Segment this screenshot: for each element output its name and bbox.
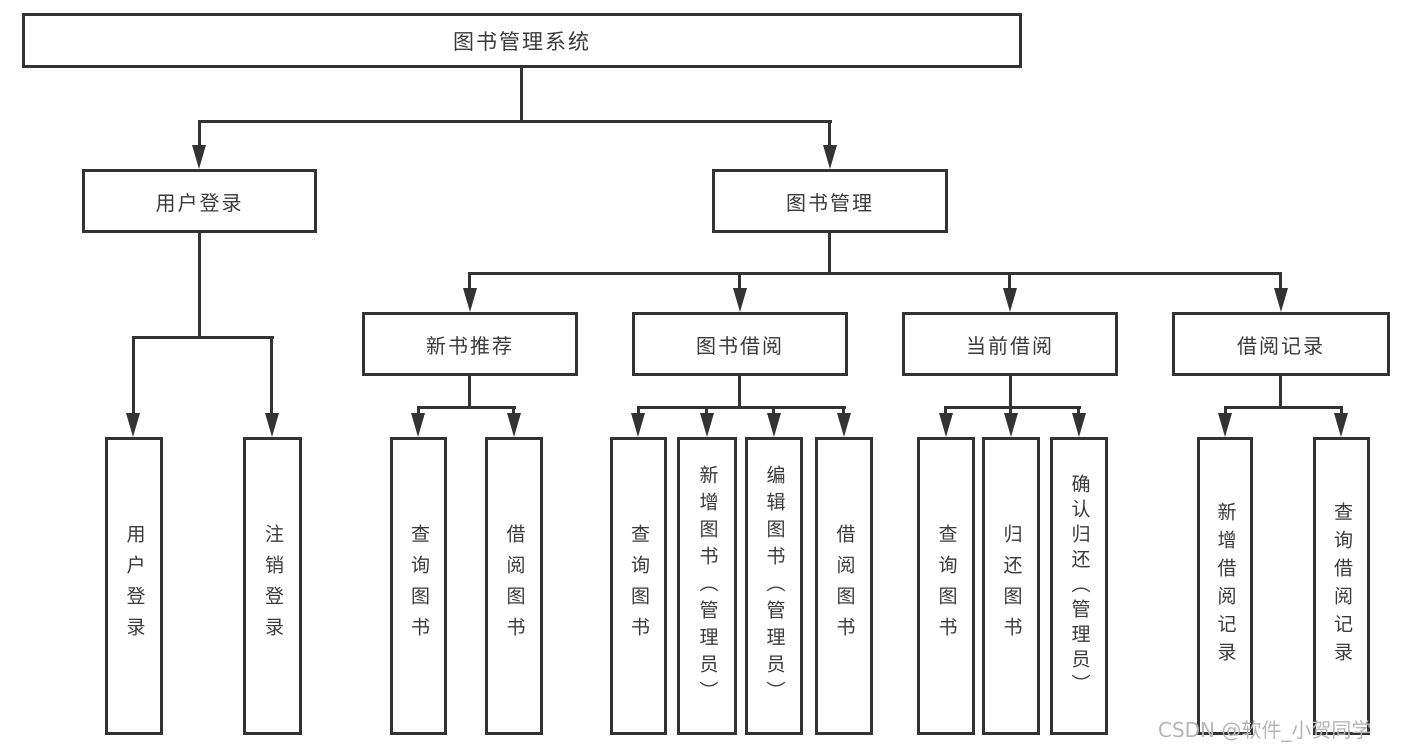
leaf-return-book-label: 归还图书 <box>1000 524 1023 648</box>
leaf-current-query-book: 查询图书 <box>917 437 975 735</box>
connector-root-stem <box>520 68 523 123</box>
connector-newbook-drop-1 <box>417 406 420 416</box>
leaf-borrow-query-book-label: 查询图书 <box>628 524 650 648</box>
arrow-bookborrow-leaf-3 <box>767 413 781 437</box>
connector-borrowrecord-bar <box>1224 406 1343 409</box>
connector-userlogin-drop-2 <box>270 336 273 416</box>
leaf-newbook-query-book-label: 查询图书 <box>408 524 430 648</box>
leaf-current-query-book-label: 查询图书 <box>935 524 958 648</box>
connector-currentborrow-drop-2 <box>1009 406 1012 416</box>
arrow-to-user-login <box>192 145 206 169</box>
connector-borrowrecord-drop-2 <box>1340 406 1343 416</box>
connector-bookmgmt-drop-3 <box>1008 272 1011 292</box>
node-book-borrow: 图书借阅 <box>632 312 848 376</box>
leaf-newbook-borrow-book-label: 借阅图书 <box>503 524 526 648</box>
node-borrow-record-label: 借阅记录 <box>1237 333 1325 358</box>
arrow-to-new-book-recommend <box>463 288 477 312</box>
connector-userlogin-drop-1 <box>132 336 135 416</box>
leaf-query-borrow-record: 查询借阅记录 <box>1313 437 1370 735</box>
leaf-user-login: 用户登录 <box>105 437 163 735</box>
connector-root-bar <box>198 120 832 123</box>
node-root-label: 图书管理系统 <box>453 29 591 54</box>
connector-bookmgmt-stem <box>828 233 831 275</box>
node-user-login-label: 用户登录 <box>155 190 244 215</box>
connector-newbook-stem <box>468 376 471 409</box>
connector-borrowrecord-drop-1 <box>1224 406 1227 416</box>
leaf-add-book-admin: 新增图书（管理员） <box>677 437 737 735</box>
leaf-confirm-return-admin: 确认归还（管理员） <box>1050 437 1108 735</box>
connector-borrowrecord-stem <box>1279 376 1282 409</box>
arrow-to-current-borrow <box>1003 288 1017 312</box>
node-book-management-label: 图书管理 <box>786 190 874 215</box>
connector-newbook-drop-2 <box>512 406 515 416</box>
arrow-currentborrow-leaf-1 <box>939 413 953 437</box>
leaf-add-borrow-record-label: 新增借阅记录 <box>1214 502 1237 670</box>
arrow-newbook-leaf-2 <box>507 413 521 437</box>
leaf-return-book: 归还图书 <box>982 437 1040 735</box>
connector-currentborrow-drop-3 <box>1077 406 1080 416</box>
arrow-to-book-borrow <box>733 288 747 312</box>
node-user-login: 用户登录 <box>82 169 317 233</box>
connector-newbook-bar <box>417 406 516 409</box>
leaf-borrow-query-book: 查询图书 <box>610 437 667 735</box>
node-root: 图书管理系统 <box>22 13 1022 68</box>
leaf-borrow-borrow-book: 借阅图书 <box>815 437 873 735</box>
connector-currentborrow-drop-1 <box>944 406 947 416</box>
arrow-bookborrow-leaf-2 <box>700 413 714 437</box>
connector-bookborrow-drop-1 <box>637 406 640 416</box>
leaf-query-borrow-record-label: 查询借阅记录 <box>1331 502 1353 670</box>
arrow-to-book-management <box>823 145 837 169</box>
leaf-add-borrow-record: 新增借阅记录 <box>1197 437 1253 735</box>
leaf-edit-book-admin: 编辑图书（管理员） <box>745 437 803 735</box>
leaf-newbook-borrow-book: 借阅图书 <box>485 437 543 735</box>
connector-bookborrow-drop-3 <box>772 406 775 416</box>
node-current-borrow-label: 当前借阅 <box>966 333 1054 358</box>
node-book-borrow-label: 图书借阅 <box>696 333 784 358</box>
node-borrow-record: 借阅记录 <box>1172 312 1390 376</box>
connector-userlogin-bar <box>132 336 274 339</box>
connector-currentborrow-bar <box>944 406 1081 409</box>
leaf-borrow-borrow-book-label: 借阅图书 <box>833 524 856 648</box>
connector-bookmgmt-drop-2 <box>738 272 741 292</box>
connector-root-left-drop <box>198 120 201 148</box>
node-new-book-recommend-label: 新书推荐 <box>426 333 514 358</box>
node-current-borrow: 当前借阅 <box>902 312 1118 376</box>
arrow-bookborrow-leaf-4 <box>837 413 851 437</box>
leaf-user-login-label: 用户登录 <box>123 524 146 648</box>
connector-bookborrow-stem <box>738 376 741 409</box>
arrow-to-borrow-record <box>1274 288 1288 312</box>
leaf-logout-login-label: 注销登录 <box>262 524 284 648</box>
arrow-borrowrecord-leaf-2 <box>1334 413 1348 437</box>
connector-root-right-drop <box>828 120 831 148</box>
leaf-logout-login: 注销登录 <box>243 437 302 735</box>
arrow-bookborrow-leaf-1 <box>631 413 645 437</box>
connector-bookborrow-drop-4 <box>842 406 845 416</box>
arrow-newbook-leaf-1 <box>411 413 425 437</box>
node-book-management: 图书管理 <box>712 169 948 233</box>
connector-bookborrow-drop-2 <box>705 406 708 416</box>
arrow-to-leaf-user-login <box>126 413 140 437</box>
csdn-watermark: CSDN @软件_小贺同学 <box>1158 718 1372 742</box>
connector-bookmgmt-bar <box>468 272 1282 275</box>
leaf-add-book-admin-label: 新增图书（管理员） <box>696 464 719 708</box>
node-new-book-recommend: 新书推荐 <box>362 312 578 376</box>
leaf-confirm-return-admin-label: 确认归还（管理员） <box>1068 473 1091 699</box>
connector-currentborrow-stem <box>1009 376 1012 409</box>
arrow-to-leaf-logout <box>265 413 279 437</box>
leaf-newbook-query-book: 查询图书 <box>390 437 447 735</box>
arrow-borrowrecord-leaf-1 <box>1218 413 1232 437</box>
connector-bookmgmt-drop-1 <box>468 272 471 292</box>
connector-userlogin-stem <box>198 233 201 339</box>
connector-bookborrow-bar <box>637 406 846 409</box>
arrow-currentborrow-leaf-3 <box>1072 413 1086 437</box>
connector-bookmgmt-drop-4 <box>1279 272 1282 292</box>
leaf-edit-book-admin-label: 编辑图书（管理员） <box>763 464 786 708</box>
arrow-currentborrow-leaf-2 <box>1004 413 1018 437</box>
